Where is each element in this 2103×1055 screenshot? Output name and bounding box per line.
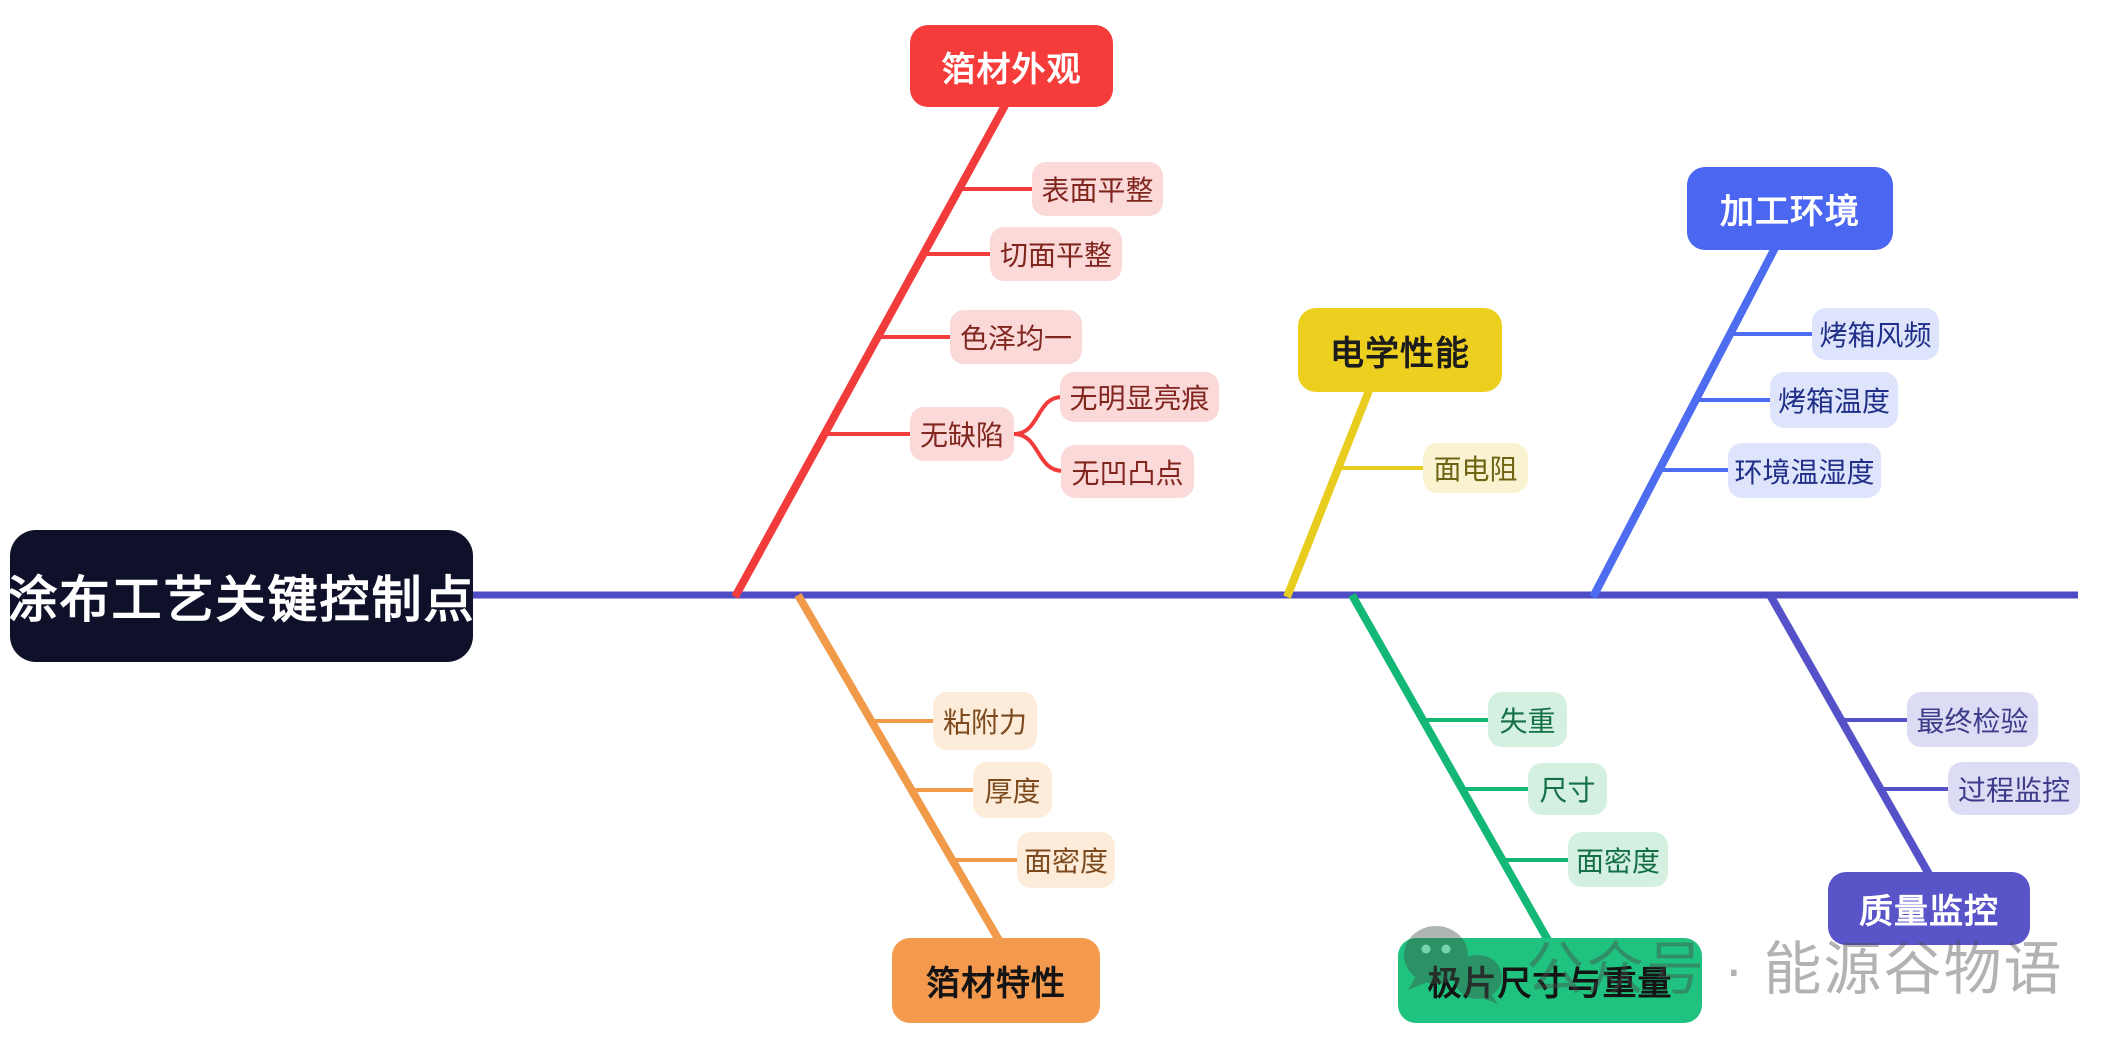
subbranch-bracket-bottom — [1013, 432, 1064, 473]
branch-line-electrical-performance — [1283, 386, 1374, 599]
item-node-adhesion[interactable]: 粘附力 — [933, 692, 1037, 750]
branch-line-foil-appearance — [731, 98, 1012, 599]
root-topic-node[interactable]: 涂布工艺关键控制点 — [8, 530, 474, 662]
branch-node-electrical-performance[interactable]: 电学性能 — [1298, 308, 1502, 392]
item-node-no-bumps-or-dents[interactable]: 无凹凸点 — [1061, 445, 1194, 498]
item-node-oven-fan-frequency[interactable]: 烤箱风频 — [1812, 308, 1939, 360]
branch-node-foil-appearance[interactable]: 箔材外观 — [910, 25, 1113, 107]
item-node-final-inspection[interactable]: 最终检验 — [1907, 692, 2038, 747]
branch-node-electrode-size-weight[interactable]: 极片尺寸与重量 — [1398, 938, 1702, 1023]
branch-node-quality-monitoring[interactable]: 质量监控 — [1828, 872, 2030, 945]
item-node-uniform-color[interactable]: 色泽均一 — [950, 310, 1082, 364]
item-node-process-monitoring[interactable]: 过程监控 — [1948, 762, 2080, 815]
item-node-ambient-temp-humidity[interactable]: 环境温湿度 — [1728, 443, 1881, 498]
item-node-areal-density[interactable]: 面密度 — [1017, 832, 1115, 888]
branch-node-foil-properties[interactable]: 箔材特性 — [892, 938, 1100, 1023]
subbranch-bracket-top — [1013, 395, 1063, 436]
item-node-surface-flatness[interactable]: 表面平整 — [1032, 162, 1163, 216]
item-node-no-defects[interactable]: 无缺陷 — [910, 407, 1014, 461]
branch-line-electrode-size-weight — [1348, 593, 1553, 944]
item-node-areal-density-green[interactable]: 面密度 — [1568, 832, 1668, 887]
item-node-oven-temperature[interactable]: 烤箱温度 — [1770, 372, 1898, 428]
branch-line-processing-environment — [1589, 244, 1780, 599]
item-node-dimensions[interactable]: 尺寸 — [1528, 763, 1607, 815]
item-node-no-visible-bright-marks[interactable]: 无明显亮痕 — [1060, 372, 1219, 422]
branch-line-quality-monitoring — [1766, 593, 1934, 878]
item-node-weight-loss[interactable]: 失重 — [1488, 692, 1567, 747]
item-node-thickness[interactable]: 厚度 — [973, 762, 1052, 818]
branch-line-foil-properties — [794, 592, 1004, 945]
item-node-sheet-resistance[interactable]: 面电阻 — [1423, 443, 1528, 493]
item-node-cut-surface-flatness[interactable]: 切面平整 — [990, 227, 1122, 281]
branch-node-processing-environment[interactable]: 加工环境 — [1687, 167, 1893, 250]
